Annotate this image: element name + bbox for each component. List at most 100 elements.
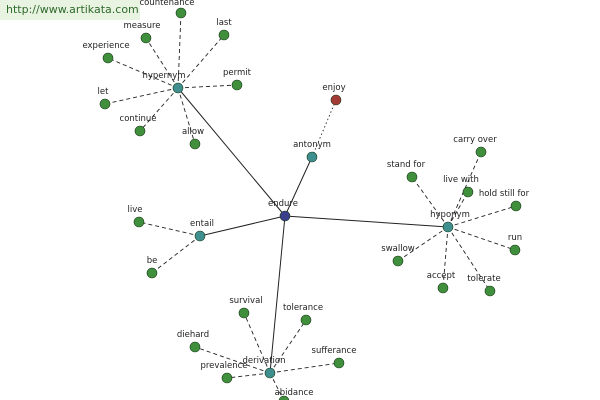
node-swallow-dot[interactable] <box>392 255 404 267</box>
node-experience[interactable]: experience <box>82 41 130 64</box>
edge-derivation-prevalence <box>226 372 271 379</box>
node-live[interactable]: live <box>128 205 145 228</box>
node-run[interactable]: run <box>508 233 522 256</box>
node-antonym-dot[interactable] <box>306 151 318 163</box>
node-diehard[interactable]: diehard <box>177 330 209 353</box>
node-last[interactable]: last <box>216 18 232 41</box>
node-hypernym-dot[interactable] <box>172 82 184 94</box>
edge-derivation-survival <box>243 312 271 374</box>
node-measure-dot[interactable] <box>140 32 152 44</box>
node-endure[interactable]: endure <box>268 199 298 222</box>
node-sufferance-label: sufferance <box>312 346 357 356</box>
node-live-with-dot[interactable] <box>462 186 474 198</box>
node-stand-for-dot[interactable] <box>406 171 418 183</box>
node-be[interactable]: be <box>146 256 158 279</box>
edge-hypernym-countenance <box>177 12 182 89</box>
node-endure-dot[interactable] <box>279 210 291 222</box>
edge-hypernym-continue <box>139 87 179 132</box>
node-countenance[interactable]: countenance <box>139 0 195 19</box>
node-continue-label: continue <box>120 114 157 124</box>
node-entail-dot[interactable] <box>194 230 206 242</box>
node-run-label: run <box>508 233 522 243</box>
node-hold-still-for-dot[interactable] <box>510 200 522 212</box>
node-let-dot[interactable] <box>99 98 111 110</box>
node-prevalence[interactable]: prevalence <box>200 361 248 384</box>
node-tolerance[interactable]: tolerance <box>283 303 323 326</box>
node-survival[interactable]: survival <box>229 296 263 319</box>
edge-hypernym-experience <box>107 57 179 89</box>
node-entail[interactable]: entail <box>190 219 214 242</box>
node-enjoy-label: enjoy <box>322 83 345 93</box>
node-swallow[interactable]: swallow <box>381 244 415 267</box>
node-tolerance-dot[interactable] <box>300 314 312 326</box>
node-accept[interactable]: accept <box>427 271 456 294</box>
node-live-dot[interactable] <box>133 216 145 228</box>
node-run-dot[interactable] <box>509 244 521 256</box>
edge-endure-entail <box>199 215 286 237</box>
node-derivation-dot[interactable] <box>264 367 276 379</box>
node-antonym-label: antonym <box>293 140 331 150</box>
edge-hyponym-tolerate <box>447 226 491 292</box>
node-stand-for[interactable]: stand for <box>387 160 426 183</box>
node-abidance-label: abidance <box>275 388 314 398</box>
node-let[interactable]: let <box>98 87 111 110</box>
node-countenance-dot[interactable] <box>175 7 187 19</box>
node-hold-still-for-label: hold still for <box>479 189 530 199</box>
node-hold-still-for[interactable]: hold still for <box>479 189 530 212</box>
node-let-label: let <box>98 87 110 97</box>
edge-hypernym-allow <box>177 87 196 145</box>
node-abidance[interactable]: abidance <box>275 388 314 400</box>
node-sufferance[interactable]: sufferance <box>312 346 357 369</box>
node-continue-dot[interactable] <box>134 125 146 137</box>
node-hypernym[interactable]: hypernym <box>142 71 186 94</box>
node-measure[interactable]: measure <box>123 21 161 44</box>
node-last-dot[interactable] <box>218 29 230 41</box>
node-last-label: last <box>216 18 232 28</box>
node-sufferance-dot[interactable] <box>333 357 345 369</box>
node-allow[interactable]: allow <box>182 127 204 150</box>
node-enjoy[interactable]: enjoy <box>322 83 346 106</box>
node-accept-label: accept <box>427 271 456 281</box>
node-hypernym-label: hypernym <box>142 71 185 81</box>
edge-endure-antonym <box>284 156 313 217</box>
node-hyponym-label: hyponym <box>430 210 470 220</box>
node-tolerate[interactable]: tolerate <box>467 274 501 297</box>
node-live-with-label: live with <box>443 175 479 185</box>
node-countenance-label: countenance <box>139 0 194 8</box>
edge-hyponym-swallow <box>397 226 449 262</box>
node-hyponym[interactable]: hyponym <box>430 210 470 233</box>
node-enjoy-dot[interactable] <box>330 94 342 106</box>
node-tolerance-label: tolerance <box>283 303 323 313</box>
node-permit-label: permit <box>223 68 252 78</box>
node-accept-dot[interactable] <box>437 282 449 294</box>
node-continue[interactable]: continue <box>120 114 157 137</box>
node-abidance-dot[interactable] <box>278 395 290 400</box>
node-allow-dot[interactable] <box>189 138 201 150</box>
node-prevalence-dot[interactable] <box>221 372 233 384</box>
node-experience-dot[interactable] <box>102 52 114 64</box>
node-be-dot[interactable] <box>146 267 158 279</box>
node-derivation[interactable]: derivation <box>242 356 286 379</box>
node-survival-dot[interactable] <box>238 307 250 319</box>
node-hyponym-dot[interactable] <box>442 221 454 233</box>
node-tolerate-label: tolerate <box>467 274 500 284</box>
node-diehard-label: diehard <box>177 330 209 340</box>
node-live-label: live <box>128 205 143 215</box>
edge-endure-derivation <box>269 215 286 374</box>
node-tolerate-dot[interactable] <box>484 285 496 297</box>
node-live-with[interactable]: live with <box>443 175 479 198</box>
edge-derivation-sufferance <box>269 362 340 374</box>
node-antonym[interactable]: antonym <box>293 140 331 163</box>
node-endure-label: endure <box>268 199 298 209</box>
watermark-url: http://www.artikata.com <box>0 0 140 20</box>
edge-hyponym-hold-still-for <box>447 205 517 228</box>
edge-hypernym-permit <box>177 84 238 89</box>
node-permit[interactable]: permit <box>223 68 252 91</box>
node-be-label: be <box>147 256 158 266</box>
node-carry-over-dot[interactable] <box>475 146 487 158</box>
node-derivation-label: derivation <box>242 356 285 366</box>
node-diehard-dot[interactable] <box>189 341 201 353</box>
node-permit-dot[interactable] <box>231 79 243 91</box>
edge-derivation-diehard <box>194 346 271 374</box>
node-carry-over[interactable]: carry over <box>453 135 497 158</box>
